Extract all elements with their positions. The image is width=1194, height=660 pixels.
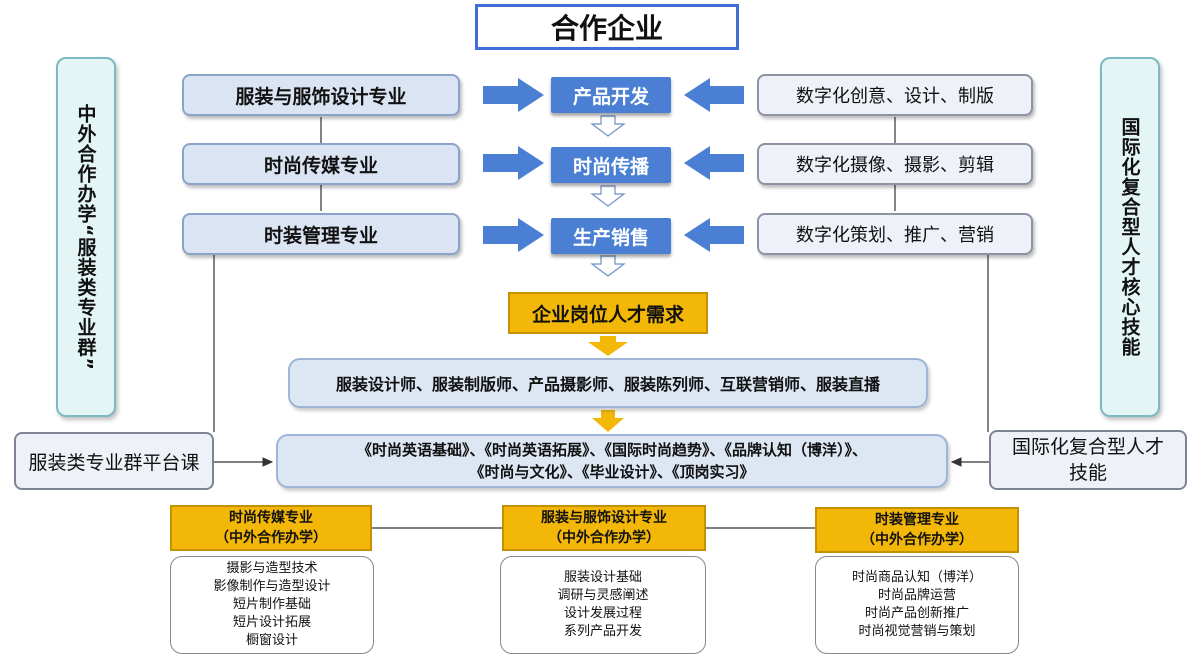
course-item: 橱窗设计 (245, 633, 298, 648)
stage-product-development: 产品开发 (551, 77, 671, 113)
stage-fashion-communication: 时尚传播 (551, 147, 671, 183)
course-item: 设计发展过程 (563, 606, 642, 621)
right-arrow-row1 (483, 78, 544, 112)
enterprise-talent-demand: 企业岗位人才需求 (508, 292, 708, 334)
program-fashion-design-header: 服装与服饰设计专业 （中外合作办学） (502, 505, 706, 551)
left-vertical-text: 中外合作办学“服装类专业群” (74, 103, 97, 371)
course-item: 系列产品开发 (563, 624, 642, 639)
platform-course-label: 服装类专业群平台课 (14, 432, 214, 490)
platform-courses: 《时尚英语基础》、《时尚英语拓展》、《国际时尚趋势》、《品牌认知（博洋）》、 《… (276, 434, 948, 488)
left-arrow-row2 (684, 146, 744, 180)
major-fashion-media: 时尚传媒专业 (182, 143, 460, 185)
partner-companies-title: 合作企业 (475, 4, 739, 50)
program-name: 时尚传媒专业 (229, 510, 313, 526)
major-fashion-management: 时装管理专业 (182, 213, 460, 255)
program-fashion-media-header: 时尚传媒专业 （中外合作办学） (170, 505, 372, 551)
skill-digital-photography: 数字化摄像、摄影、剪辑 (757, 143, 1033, 185)
sino-foreign-program-group-label: 中外合作办学“服装类专业群” (56, 57, 116, 417)
course-item: 时尚商品认知（博洋） (851, 570, 982, 585)
left-arrow-row3 (684, 218, 744, 252)
course-item: 时尚视觉营销与策划 (858, 624, 976, 639)
program-name: 服装与服饰设计专业 (541, 510, 667, 526)
skill-digital-marketing: 数字化策划、推广、营销 (757, 213, 1033, 255)
left-arrow-row1 (684, 78, 744, 112)
course-item: 时尚品牌运营 (877, 588, 956, 603)
courses-line-1: 《时尚英语基础》、《时尚英语拓展》、《国际时尚趋势》、《品牌认知（博洋）》、 (356, 441, 867, 459)
program-fashion-media-courses: 摄影与造型技术 影像制作与造型设计 短片制作基础 短片设计拓展 橱窗设计 (170, 556, 374, 654)
right-vertical-text: 国际化复合型人才核心技能 (1118, 117, 1141, 357)
course-item: 短片设计拓展 (232, 615, 311, 630)
international-skills-line-2: 技能 (1068, 462, 1107, 484)
course-item: 摄影与造型技术 (226, 561, 318, 576)
stage-production-sales: 生产销售 (551, 218, 671, 254)
program-fashion-design-courses: 服装设计基础 调研与灵感阐述 设计发展过程 系列产品开发 (500, 556, 706, 654)
program-subtitle: （中外合作办学） (861, 532, 973, 548)
program-subtitle: （中外合作办学） (215, 530, 327, 546)
course-item: 调研与灵感阐述 (557, 588, 649, 603)
skill-digital-design: 数字化创意、设计、制版 (757, 74, 1033, 116)
course-item: 时尚产品创新推广 (864, 606, 969, 621)
job-positions: 服装设计师、服装制版师、产品摄影师、服装陈列师、互联营销师、服装直播 (288, 358, 928, 408)
right-arrow-row2 (483, 146, 544, 180)
course-item: 服装设计基础 (563, 570, 642, 585)
course-item: 影像制作与造型设计 (213, 579, 331, 594)
program-subtitle: （中外合作办学） (548, 530, 660, 546)
right-arrow-row3 (483, 218, 544, 252)
major-fashion-design: 服装与服饰设计专业 (182, 74, 460, 116)
program-fashion-management-courses: 时尚商品认知（博洋） 时尚品牌运营 时尚产品创新推广 时尚视觉营销与策划 (815, 556, 1019, 654)
core-skills-label: 国际化复合型人才核心技能 (1100, 57, 1160, 417)
international-skills-line-1: 国际化复合型人才 (1011, 436, 1164, 458)
program-name: 时装管理专业 (875, 512, 959, 528)
courses-line-2: 《时尚与文化》、《毕业设计》、《顶岗实习》 (469, 463, 755, 481)
course-item: 短片制作基础 (232, 597, 311, 612)
international-skills-label: 国际化复合型人才 技能 (989, 430, 1187, 490)
program-fashion-management-header: 时装管理专业 （中外合作办学） (815, 507, 1019, 553)
